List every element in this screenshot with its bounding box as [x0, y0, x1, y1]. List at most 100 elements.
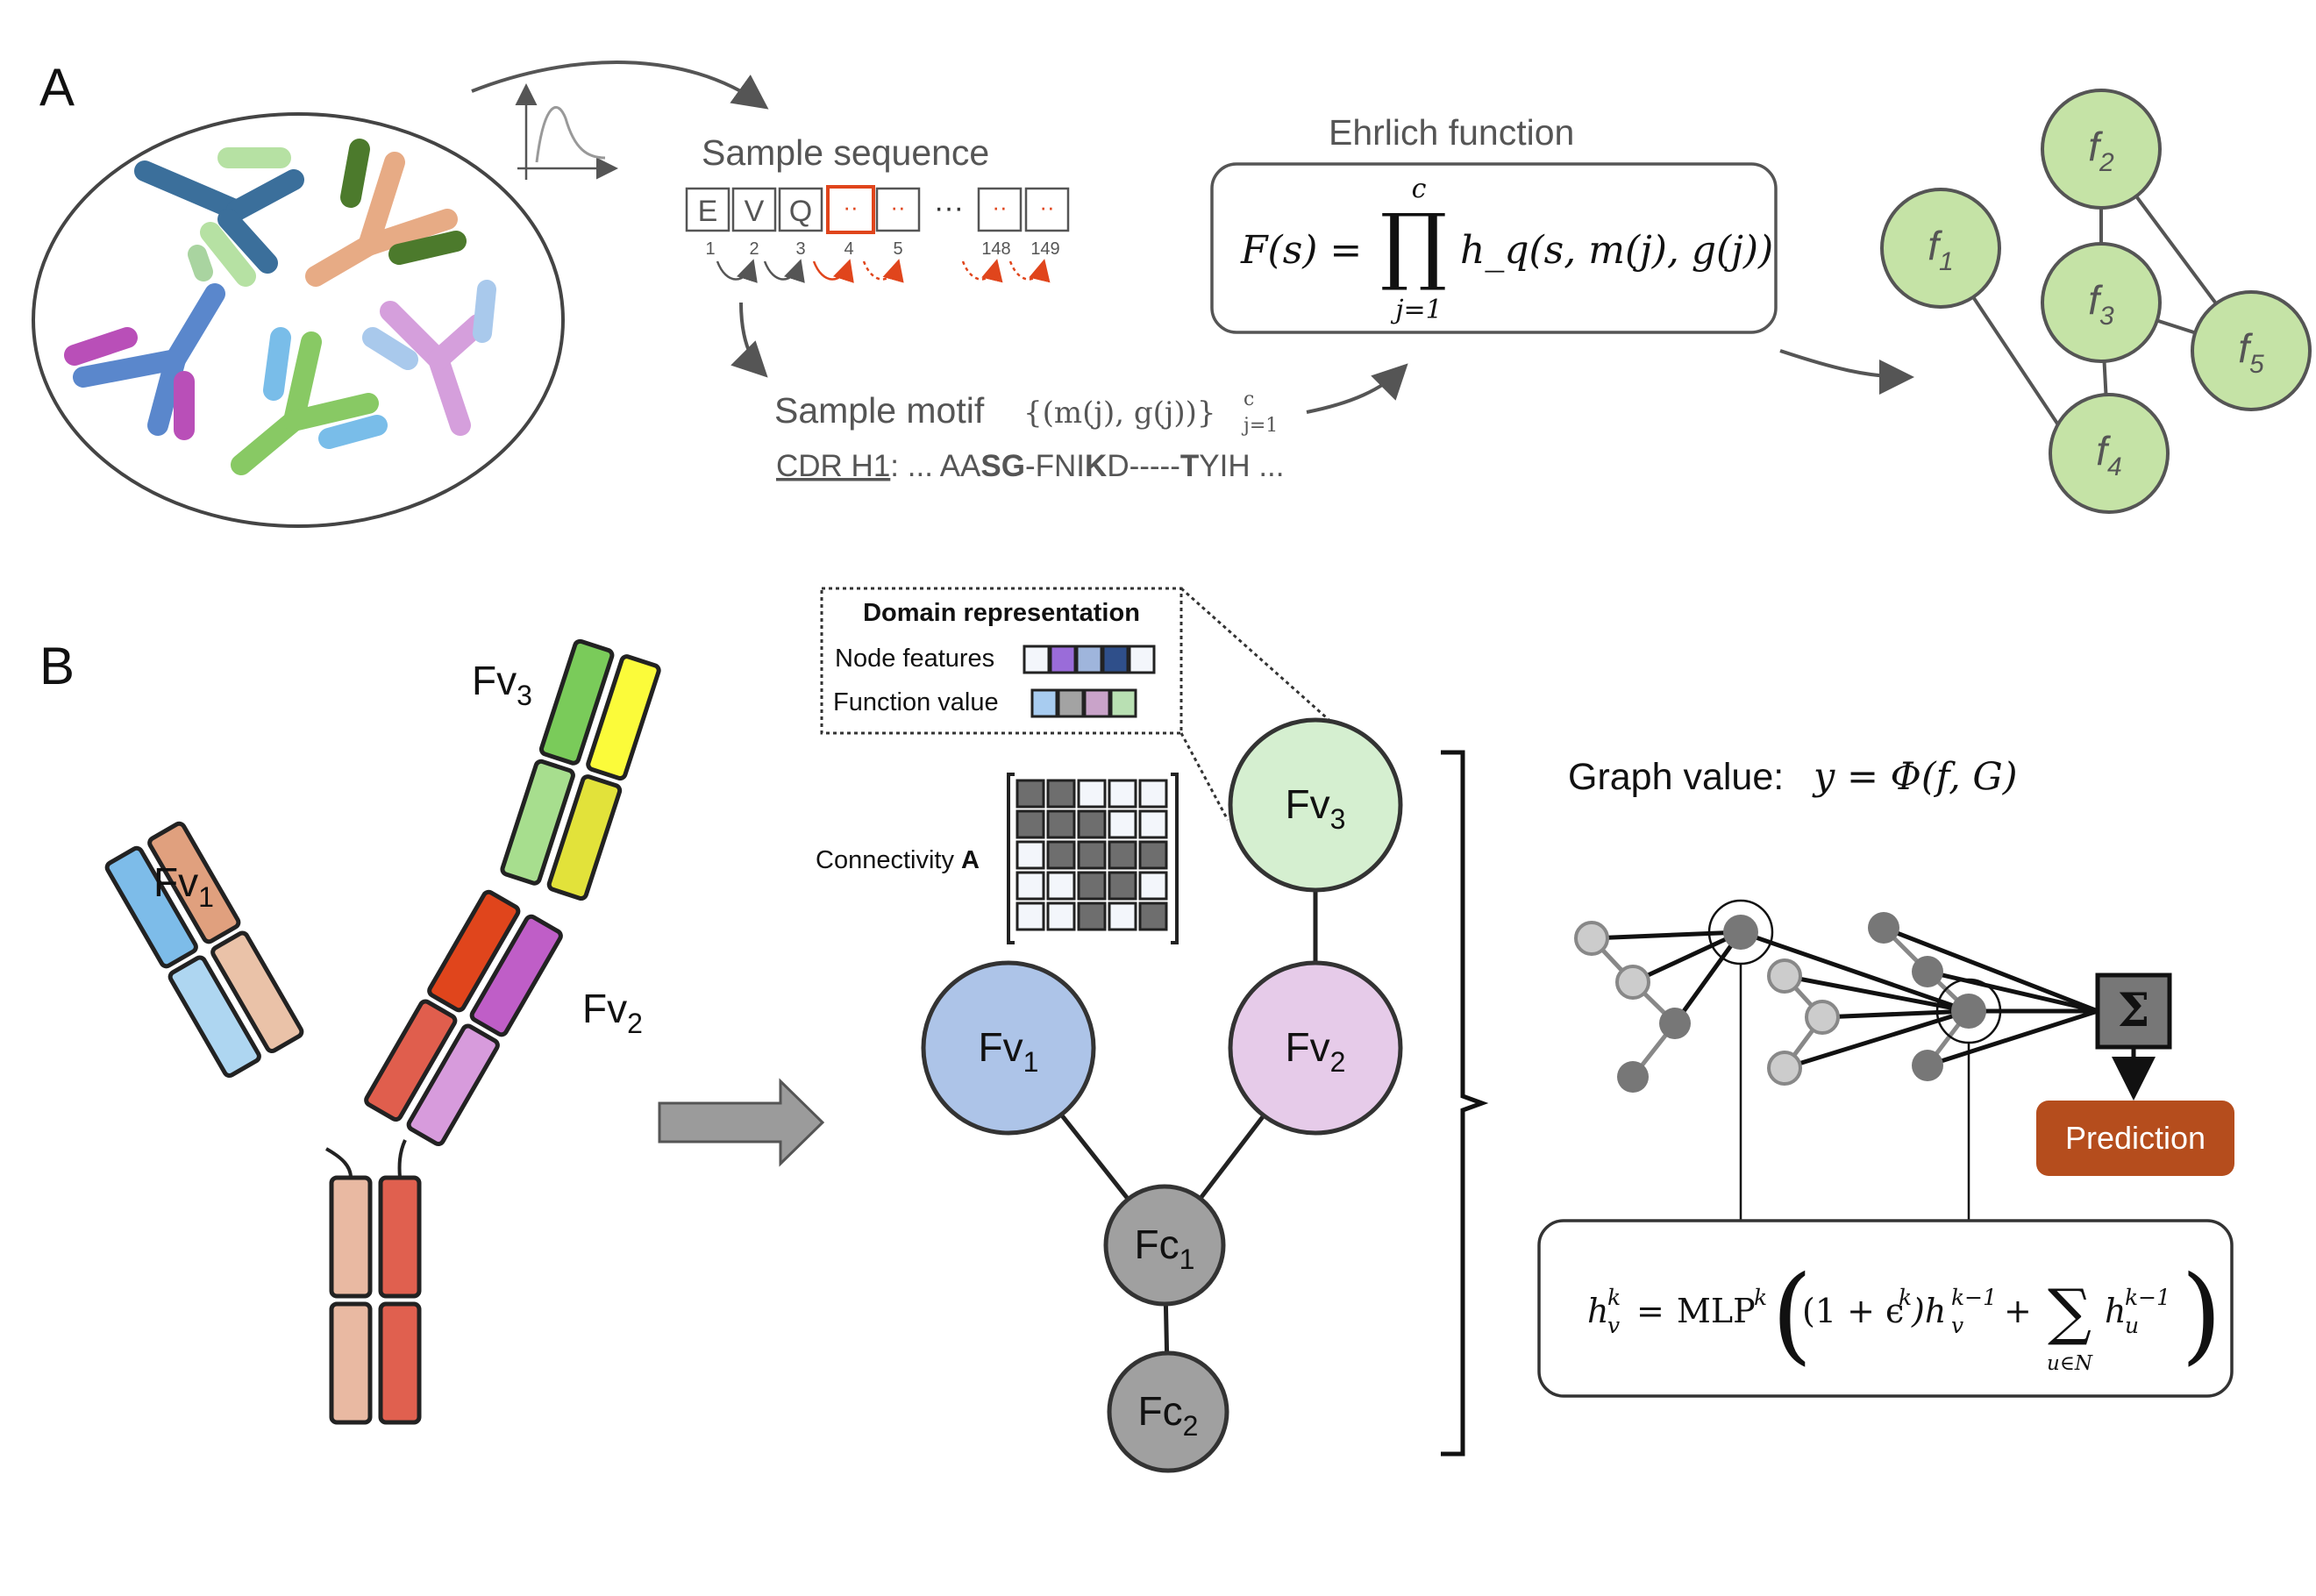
- product-top: c: [1412, 174, 1427, 204]
- graph-node-label: Fv3: [1286, 781, 1346, 835]
- graph-node-label: Fc1: [1135, 1222, 1195, 1275]
- node-features-label: Node features: [835, 645, 994, 673]
- graph-node-label: Fv1: [979, 1024, 1039, 1078]
- panel-b-label: B: [39, 637, 75, 695]
- label-sub: 1: [198, 881, 214, 913]
- matrix-cell: [1077, 871, 1107, 901]
- formula-h2: h: [2105, 1292, 2126, 1330]
- position-index: 149: [1030, 239, 1059, 259]
- function-node: [2041, 242, 2162, 363]
- gnn-sketch: [1574, 899, 2099, 1221]
- connectivity-matrix: [1015, 779, 1168, 931]
- residue-letter: E: [698, 195, 718, 228]
- formula-part: =: [1636, 1292, 1664, 1330]
- label-base: Fv: [582, 986, 627, 1031]
- function-node-label: f5: [2238, 325, 2264, 379]
- domain-graph: Fv3 Fv2 Fv1 Fc1 Fc2: [921, 717, 1403, 1473]
- formula-term1: (1 + ϵ: [1802, 1292, 1904, 1330]
- antibody-icon: [64, 245, 225, 440]
- matrix-cell: [1046, 779, 1076, 809]
- function-node: [2041, 89, 2162, 210]
- gnn-node: [1574, 921, 1609, 956]
- matrix-cell: [1138, 809, 1168, 839]
- big-paren-left: (: [1771, 1254, 1813, 1376]
- formula-part: +: [2004, 1292, 2032, 1330]
- node-sub: 2: [2099, 148, 2114, 177]
- domain-box-title: Domain representation: [863, 599, 1140, 627]
- ehrlich-function-box: [1210, 162, 1778, 334]
- matrix-cell: [1138, 871, 1168, 901]
- fv1-label: Fv1: [153, 859, 214, 913]
- matrix-bracket-right: [1171, 773, 1179, 944]
- antibody-schematic: [104, 638, 661, 1425]
- panel-a-label: A: [39, 58, 75, 117]
- formula-mlp: MLP: [1677, 1292, 1756, 1330]
- formula-eq: =: [1636, 1292, 1664, 1330]
- node-features-swatches: [1023, 645, 1156, 674]
- matrix-cell: [1046, 871, 1076, 901]
- matrix-cell: [1046, 809, 1076, 839]
- sequence-ellipsis: ···: [934, 191, 964, 224]
- gnn-node: [1617, 1061, 1649, 1093]
- formula-sup: k−1: [2125, 1285, 2170, 1310]
- matrix-cell: [1108, 779, 1137, 809]
- cdr-sequence-line: CDR H1: ... AASG-FNIKD-----TYIH ...: [776, 449, 1285, 483]
- sequence-cell: [875, 187, 921, 232]
- sequence-cell: [685, 187, 730, 232]
- gnn-node: [1912, 956, 1943, 987]
- formula-sub: v: [1607, 1313, 1620, 1338]
- node-sub: 4: [2107, 452, 2122, 481]
- matrix-cell: [1138, 840, 1168, 870]
- label-sub: 3: [517, 680, 532, 711]
- cdr-part-bold: T: [1180, 449, 1199, 483]
- sum-readout-box: [2095, 973, 2172, 1050]
- formula-sup: k: [1607, 1285, 1621, 1310]
- matrix-cell: [1015, 840, 1045, 870]
- graph-node-fc2: [1107, 1350, 1229, 1473]
- motif-set: {(m(j), g(j))}: [1023, 395, 1216, 431]
- antibody-icon: [231, 327, 388, 475]
- matrix-bracket-left: [1007, 773, 1015, 944]
- residue-letter: V: [745, 195, 765, 228]
- label-base: Fv: [1286, 781, 1330, 827]
- matrix-cell: [1015, 809, 1045, 839]
- zoom-line: [1180, 587, 1334, 725]
- sequence-cell: [977, 187, 1023, 232]
- sequence-cell-highlighted: [826, 185, 875, 234]
- cdr-part: D-----: [1107, 449, 1180, 483]
- graph-node-fv3: [1228, 717, 1403, 893]
- matrix-cell: [1046, 901, 1076, 931]
- gnn-node: [1615, 965, 1650, 1000]
- cdr-label: CDR H1: [776, 449, 890, 483]
- product-bottom: j=1: [1390, 295, 1443, 325]
- graph-node-label: Fv2: [1286, 1024, 1346, 1078]
- sum-sign: ∑: [2048, 1276, 2092, 1348]
- sequence-cell: [778, 187, 823, 232]
- formula-part: k−1: [1951, 1285, 1997, 1310]
- formula-plus: +: [2004, 1292, 2032, 1330]
- function-value-swatches: [1030, 688, 1137, 718]
- matrix-cell: [1077, 779, 1107, 809]
- sample-sequence-title: Sample sequence: [702, 132, 989, 173]
- residue-letter: Q: [789, 195, 812, 228]
- sequence-cell: [731, 187, 777, 232]
- sequence-cell: [1024, 187, 1070, 232]
- connectivity-symbol: A: [961, 846, 980, 874]
- formula-part: (1 + ϵ: [1802, 1292, 1904, 1330]
- formula-part: v: [1951, 1313, 1963, 1338]
- position-index: 148: [981, 239, 1010, 259]
- ehrlich-title: Ehrlich function: [1329, 112, 1574, 153]
- function-graph: f1 f2 f3 f4 f5: [1880, 89, 2312, 514]
- function-node: [2049, 393, 2170, 514]
- prediction-box: [2036, 1101, 2234, 1176]
- label-base: Fv: [979, 1024, 1023, 1070]
- matrix-cell: [1015, 779, 1045, 809]
- position-index: 4: [844, 239, 853, 259]
- label-base: Fv: [153, 859, 198, 905]
- motif-to-ehrlich-arrow: [1306, 363, 1408, 414]
- formula-part: k: [1754, 1285, 1767, 1310]
- zoom-line: [1179, 732, 1229, 821]
- label-sub: 1: [1023, 1046, 1039, 1078]
- function-node-label: f1: [1928, 223, 1953, 276]
